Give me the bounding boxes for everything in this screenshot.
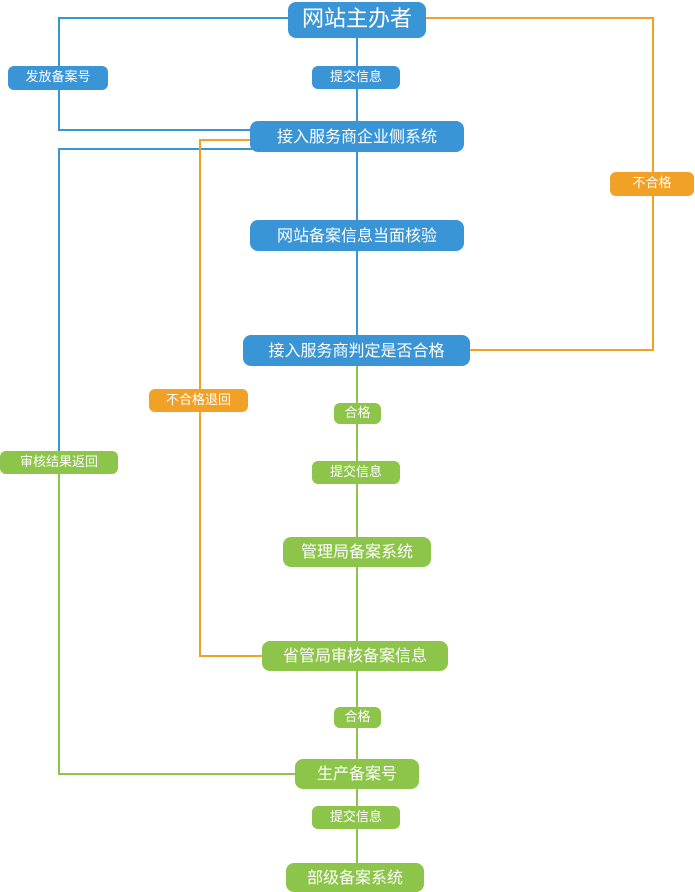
- label-submit-3: 提交信息: [312, 806, 400, 829]
- node-ministry-system: 部级备案系统: [286, 863, 424, 892]
- label-fail-return: 不合格退回: [149, 389, 248, 412]
- result-return-blue: [58, 148, 252, 455]
- label-submit-2: 提交信息: [312, 461, 400, 484]
- label-result-return: 审核结果返回: [0, 451, 118, 474]
- label-submit-1: 提交信息: [312, 66, 400, 89]
- label-issue-number: 发放备案号: [8, 66, 108, 90]
- node-verify: 网站备案信息当面核验: [250, 220, 464, 251]
- node-sponsor: 网站主办者: [288, 2, 426, 38]
- node-province-review: 省管局审核备案信息: [262, 641, 448, 671]
- label-qualified-2: 合格: [334, 707, 381, 728]
- node-generate: 生产备案号: [295, 759, 419, 789]
- node-access-system: 接入服务商企业侧系统: [250, 121, 464, 152]
- node-judge: 接入服务商判定是否合格: [243, 335, 470, 366]
- label-fail-right: 不合格: [610, 172, 694, 196]
- node-bureau-system: 管理局备案系统: [283, 537, 431, 567]
- label-qualified-1: 合格: [334, 403, 381, 424]
- result-return-green: [58, 455, 296, 775]
